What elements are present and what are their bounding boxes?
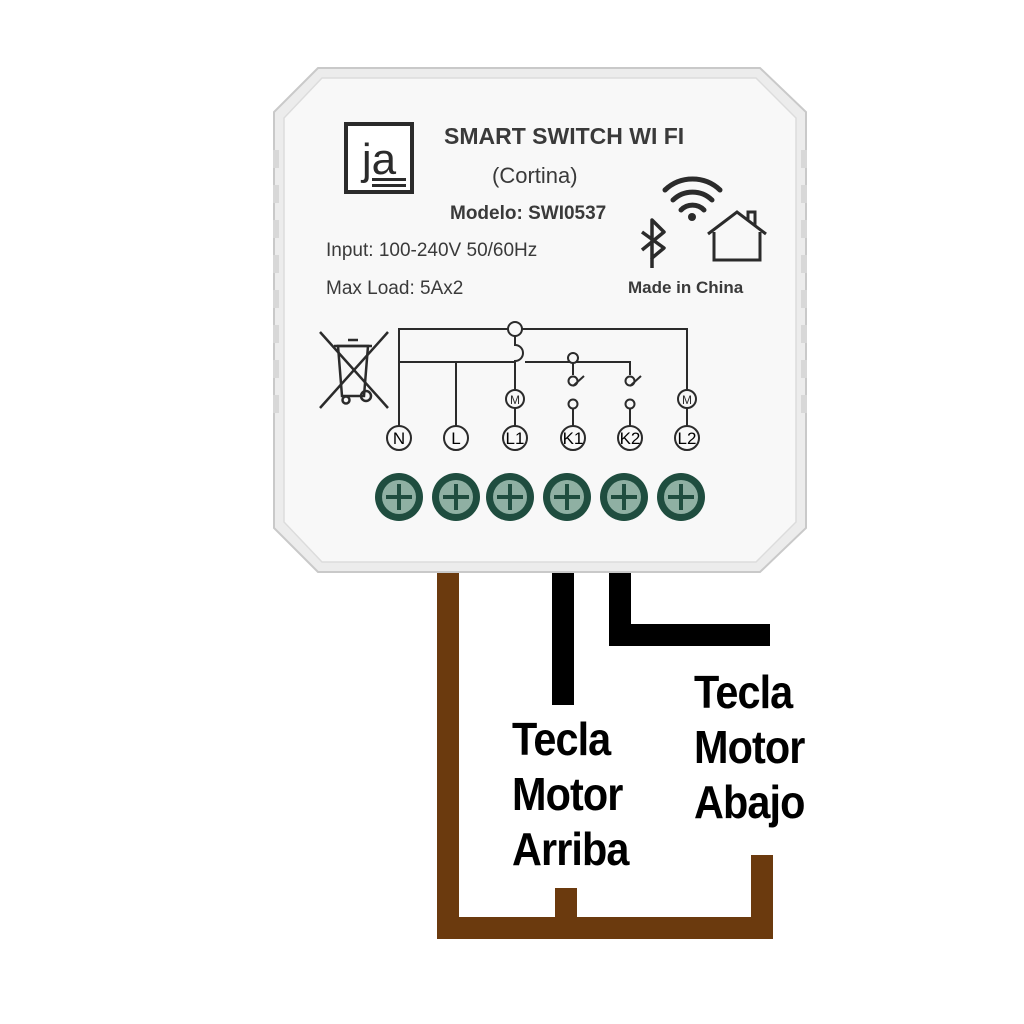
terminal-labels (386, 425, 700, 451)
terminal-screw-k1 (543, 473, 591, 521)
terminal-label-k2: K2 (620, 429, 641, 448)
terminal-screw-l (432, 473, 480, 521)
terminal-label-l: L (451, 429, 460, 448)
terminal-screw-k2 (600, 473, 648, 521)
terminal-screw-l1 (486, 473, 534, 521)
wire-label-down-line3: Abajo (694, 776, 805, 828)
wire-label-up: Tecla Motor Arriba (512, 712, 629, 877)
device-origin: Made in China (628, 278, 744, 297)
terminal-label-k1: K1 (563, 429, 584, 448)
live-wire-brown (437, 565, 773, 939)
wires (437, 565, 773, 939)
wire-label-down-line2: Motor (694, 721, 805, 773)
wire-label-up-line1: Tecla (512, 713, 611, 765)
motor-symbol-l1: M (510, 393, 520, 407)
terminal-screw-n (375, 473, 423, 521)
device-input-spec: Input: 100-240V 50/60Hz (326, 240, 538, 261)
wire-label-down: Tecla Motor Abajo (694, 665, 805, 830)
bluetooth-icon (640, 218, 666, 268)
home-icon (707, 210, 767, 262)
wifi-icon (662, 176, 723, 221)
switch-wire-down (609, 565, 770, 646)
circuit-diagram (398, 321, 697, 426)
terminal-label-l1: L1 (506, 429, 525, 448)
weee-bin-icon (319, 331, 389, 409)
terminal-screws (375, 473, 705, 521)
terminal-screw-l2 (657, 473, 705, 521)
device-title: SMART SWITCH WI FI (444, 123, 685, 149)
wire-label-up-line3: Arriba (512, 823, 629, 875)
wire-label-up-line2: Motor (512, 768, 623, 820)
device-subtitle: (Cortina) (492, 163, 578, 188)
terminal-label-n: N (393, 429, 405, 448)
device-max-load: Max Load: 5Ax2 (326, 278, 464, 299)
terminal-label-l2: L2 (678, 429, 697, 448)
terminal-label-texts: N L L1 K1 K2 L2 (393, 429, 697, 448)
motor-symbols: M M (510, 393, 692, 407)
device-model: Modelo: SWI0537 (450, 203, 607, 224)
motor-symbol-l2: M (682, 393, 692, 407)
brand-logo: ja (344, 122, 414, 194)
wire-label-down-line1: Tecla (694, 666, 793, 718)
brand-logo-text: ja (360, 135, 397, 184)
